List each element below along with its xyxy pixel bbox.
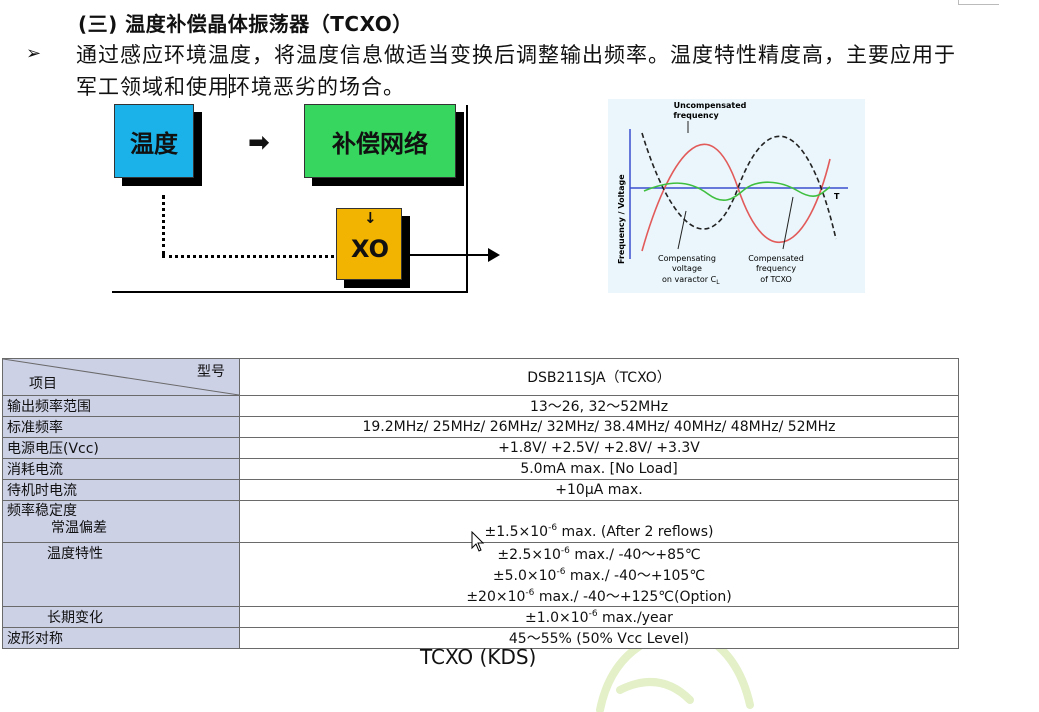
diagram-frame (112, 105, 468, 293)
row-label: 标准频率 (2, 416, 240, 438)
table-header-row: 型号 项目 DSB211SJA（TCXO） (2, 358, 959, 396)
temp-char-values: ±2.5×10-6 max./ -40～+85℃ ±5.0×10-6 max./… (239, 542, 959, 607)
voltage-label-3-main: on varactor C (662, 275, 717, 284)
table-row: 标准频率 19.2MHz/ 25MHz/ 26MHz/ 32MHz/ 38.4M… (2, 416, 959, 438)
row-value: +1.8V/ +2.5V/ +2.8V/ +3.3V (239, 437, 959, 459)
compensated-curve (643, 181, 831, 201)
block-diagram: 温度 ➡ 补偿网络 ↓ XO (100, 100, 510, 300)
voltage-label-2: voltage (672, 264, 702, 273)
room-temp-b: max. (After 2 reflows) (557, 524, 714, 540)
row-label: 电源电压(Vcc) (2, 437, 240, 459)
table-row: 波形对称 45～55% (50% Vcc Level) (2, 627, 959, 649)
long-term-b: max./year (597, 609, 673, 626)
header-item-label: 项目 (29, 376, 57, 392)
exponent: -6 (525, 588, 535, 598)
symmetry-label: 波形对称 (2, 627, 240, 649)
table-row: 输出频率范围 13～26, 32～52MHz (2, 395, 959, 417)
corner-mark (958, 0, 999, 5)
compensating-curve (641, 132, 837, 240)
temp-char-3b: max./ -40～+125℃(Option) (534, 589, 732, 605)
row-value: +10μA max. (239, 479, 959, 501)
table-row: 长期变化 ±1.0×10-6 max./year (2, 606, 959, 628)
compensation-network-block: 补偿网络 (304, 104, 456, 178)
voltage-label-1: Compensating (658, 254, 716, 263)
title-line1: Uncompensated (674, 101, 747, 110)
long-term-label: 长期变化 (2, 606, 240, 628)
header-corner-cell: 型号 项目 (2, 358, 240, 396)
row-label: 输出频率范围 (2, 395, 240, 417)
feedback-dotted-vertical (162, 195, 165, 255)
spec-table: 型号 项目 DSB211SJA（TCXO） 输出频率范围 13～26, 32～5… (2, 358, 959, 649)
xo-block: ↓ XO (336, 208, 402, 280)
temp-char-line-3: ±20×10-6 max./ -40～+125℃(Option) (244, 585, 954, 606)
temperature-block: 温度 (114, 104, 194, 178)
temp-char-1b: max./ -40～+85℃ (569, 547, 701, 563)
row-value: 5.0mA max. [No Load] (239, 458, 959, 480)
table-row: 电源电压(Vcc) +1.8V/ +2.5V/ +2.8V/ +3.3V (2, 437, 959, 459)
title-line2: frequency (673, 111, 719, 120)
exponent: -6 (556, 567, 566, 577)
y-axis-label: Frequency / Voltage (617, 174, 626, 264)
tcxo-curve-figure: Uncompensated frequency Frequency / Volt… (608, 99, 865, 293)
voltage-label-3: on varactor CL (662, 275, 720, 286)
exponent: -6 (548, 523, 558, 533)
table-row: 待机时电流 +10μA max. (2, 479, 959, 501)
row-value: 19.2MHz/ 25MHz/ 26MHz/ 32MHz/ 38.4MHz/ 4… (239, 416, 959, 438)
curve-svg: Uncompensated frequency Frequency / Volt… (617, 101, 848, 286)
x-axis-label: T (834, 192, 840, 201)
stability-label-cell: 频率稳定度 常温偏差 (2, 500, 240, 543)
room-temp-value: ±1.5×10-6 max. (After 2 reflows) (239, 500, 959, 543)
figure-caption: TCXO (KDS) (420, 645, 537, 669)
text-cursor (229, 74, 230, 98)
table-row: 消耗电流 5.0mA max. [No Load] (2, 458, 959, 480)
header-diagonal (3, 359, 239, 395)
xo-label: XO (351, 235, 390, 263)
temp-char-label: 温度特性 (2, 542, 240, 607)
stability-label: 频率稳定度 (7, 503, 77, 519)
output-line (406, 254, 490, 256)
exponent: -6 (588, 608, 598, 619)
room-temp-a: ±1.5×10 (484, 524, 549, 540)
temp-char-line-2: ±5.0×10-6 max./ -40～+105℃ (244, 564, 954, 585)
paragraph-text-a: 通过感应环境温度，将温度信息做适当变换后调整输出频率。温度特性精度高，主要应用于… (76, 43, 956, 99)
uncompensated-curve (641, 143, 831, 252)
room-temp-label: 常温偏差 (51, 520, 107, 536)
output-arrowhead (488, 248, 500, 262)
arrow-right-icon: ➡ (248, 128, 270, 158)
temp-char-2a: ±5.0×10 (492, 568, 557, 584)
table-row: 温度特性 ±2.5×10-6 max./ -40～+85℃ ±5.0×10-6 … (2, 542, 959, 607)
voltage-pointer (677, 210, 687, 250)
temp-char-1a: ±2.5×10 (497, 547, 561, 563)
temp-char-3a: ±20×10 (466, 589, 526, 605)
row-label: 待机时电流 (2, 479, 240, 501)
model-cell: DSB211SJA（TCXO） (239, 358, 959, 396)
bullet-icon: ➢ (26, 43, 42, 64)
mouse-pointer-icon (471, 531, 485, 552)
row-value: 13～26, 32～52MHz (239, 395, 959, 417)
description-paragraph: 通过感应环境温度，将温度信息做适当变换后调整输出频率。温度特性精度高，主要应用于… (76, 39, 976, 103)
freq-label-1: Compensated (748, 254, 804, 263)
temp-char-line-1: ±2.5×10-6 max./ -40～+85℃ (244, 543, 954, 564)
long-term-value: ±1.0×10-6 max./year (239, 606, 959, 628)
freq-pointer (782, 196, 794, 250)
feedback-dotted-horizontal (162, 255, 334, 258)
section-heading: (三) 温度补偿晶体振荡器（TCXO） (78, 12, 413, 36)
symmetry-value: 45～55% (50% Vcc Level) (239, 627, 959, 649)
exponent: -6 (560, 546, 570, 556)
freq-label-2: frequency (756, 264, 796, 273)
voltage-label-3-sub: L (716, 279, 720, 286)
row-label: 消耗电流 (2, 458, 240, 480)
freq-label-3: of TCXO (760, 275, 792, 284)
long-term-a: ±1.0×10 (525, 609, 589, 626)
paragraph-text-b: 环境恶劣的场合。 (229, 75, 405, 99)
arrow-down-icon: ↓ (364, 209, 377, 227)
header-model-label: 型号 (197, 364, 225, 380)
temp-char-2b: max./ -40～+105℃ (565, 568, 706, 584)
